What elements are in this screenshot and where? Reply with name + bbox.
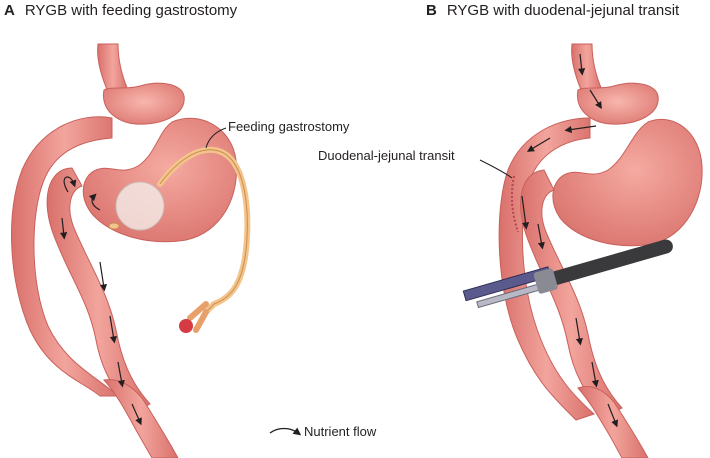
panel-a-drawing xyxy=(12,44,248,458)
callout-feeding-gastrostomy: Feeding gastrostomy xyxy=(228,119,349,134)
esophagus-b xyxy=(572,44,602,92)
common-channel-a xyxy=(104,380,178,458)
callout-leader-b xyxy=(480,160,512,178)
legend-label: Nutrient flow xyxy=(304,424,376,439)
tube-balloon-a xyxy=(179,319,193,333)
legend: Nutrient flow xyxy=(286,424,376,439)
esophagus-a xyxy=(98,44,128,92)
gastrostomy-disc-a xyxy=(116,182,164,230)
callout-duodenal-jejunal-transit: Duodenal-jejunal transit xyxy=(318,148,455,163)
stapler-handle xyxy=(546,238,675,287)
panel-b-drawing xyxy=(463,44,702,458)
gastric-pouch-a xyxy=(103,83,184,124)
tube-tip-a xyxy=(109,223,119,229)
